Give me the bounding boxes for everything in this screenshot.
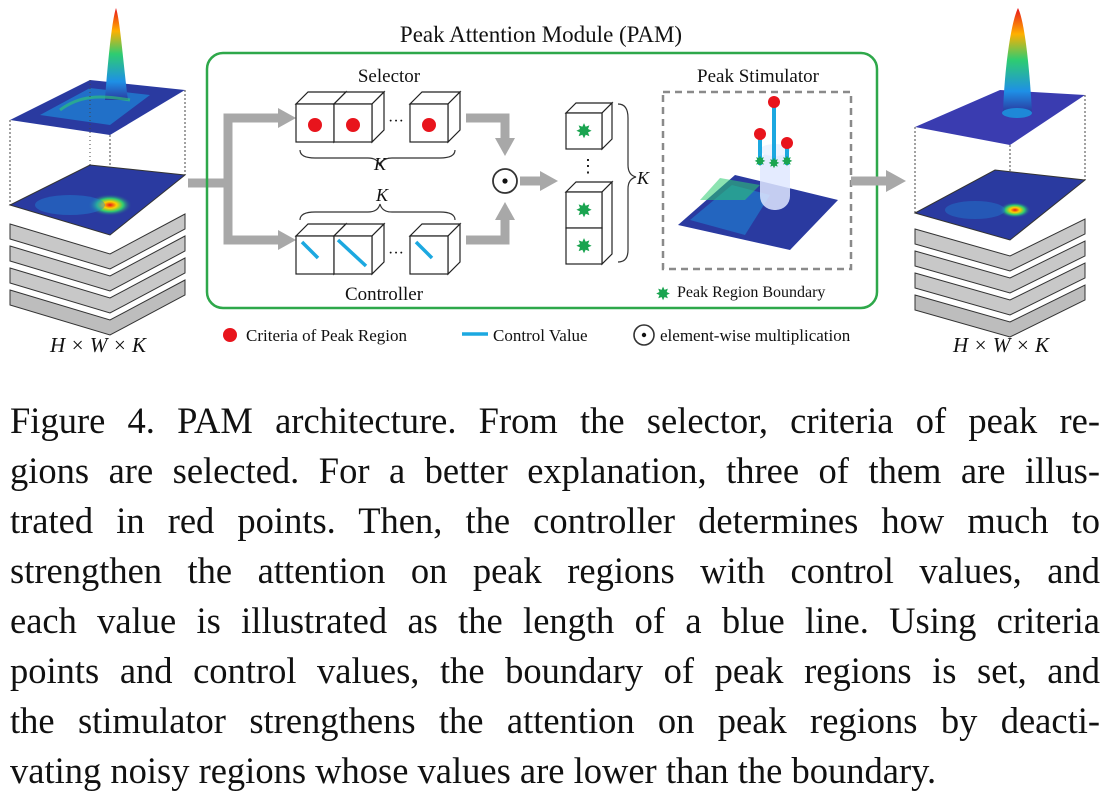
- input-feature-stack: [8, 164, 187, 336]
- control-value-icon: [336, 238, 368, 268]
- control-value-icon: [414, 240, 434, 260]
- boundary-cubes: ✸ ⋮ ✸ ✸: [564, 101, 614, 266]
- selector-ellipsis: ···: [388, 113, 404, 130]
- input-dimension-label: H × W × K: [49, 333, 147, 357]
- control-value-icon: [300, 240, 320, 260]
- pam-architecture-figure: H × W × K Peak Attention Module (PAM) Se…: [8, 8, 1087, 357]
- boundary-k-brace: [617, 103, 637, 263]
- selector-cube: [332, 90, 386, 144]
- module-title: Peak Attention Module (PAM): [400, 22, 682, 47]
- criteria-legend-label: Criteria of Peak Region: [246, 326, 407, 345]
- boundary-star-icon: ✸: [576, 200, 593, 222]
- multiplication-legend-label: element-wise multiplication: [660, 326, 851, 345]
- input-peak-surface: [10, 8, 185, 135]
- caption-line: Figure 4. PAM architecture. From the sel…: [10, 400, 1100, 441]
- controller-cube: [332, 222, 386, 276]
- controller-cube: [408, 222, 462, 276]
- output-peak-surface: [915, 8, 1085, 145]
- boundary-legend-star-icon: ✸: [655, 284, 670, 304]
- caption-line: each value is illustrated as the length …: [10, 600, 1100, 641]
- criteria-point-icon: [308, 118, 322, 132]
- output-arrow: [851, 170, 906, 192]
- controller-label: Controller: [345, 284, 424, 305]
- boundary-cube: ✸: [564, 101, 614, 151]
- boundary-k-label: K: [636, 168, 650, 188]
- caption-line: vating noisy regions whose values are lo…: [10, 750, 937, 791]
- caption-line: strengthen the attention on peak regions…: [10, 550, 1100, 591]
- criteria-point-icon: [781, 137, 793, 149]
- selector-label: Selector: [358, 66, 421, 87]
- stimulator-label: Peak Stimulator: [697, 66, 820, 87]
- boundary-cube: ✸: [564, 180, 614, 266]
- selector-k-label: K: [373, 154, 387, 174]
- output-feature-stack: [913, 169, 1087, 338]
- input-attention-map: H × W × K: [8, 8, 187, 357]
- multiplication-legend-icon: [633, 324, 655, 346]
- boundary-star-icon: ✸: [576, 121, 593, 143]
- caption-line: gions are selected. For a better explana…: [10, 450, 1100, 491]
- criteria-point-icon: [346, 118, 360, 132]
- multiplication-symbol-icon: [492, 168, 518, 194]
- controller-cubes: ···: [294, 222, 462, 276]
- criteria-legend-icon: [223, 328, 237, 342]
- boundary-star-icon: ✸: [781, 155, 793, 170]
- boundary-star-icon: ✸: [768, 157, 780, 172]
- output-attention-map: H × W × K: [913, 8, 1087, 357]
- output-dimension-label: H × W × K: [952, 333, 1050, 357]
- boundary-legend-label: Peak Region Boundary: [677, 284, 825, 301]
- controller-ellipsis: ···: [388, 245, 404, 262]
- criteria-point-icon: [422, 118, 436, 132]
- caption-line: the stimulator strengthens the attention…: [10, 700, 1100, 741]
- figure-caption: Figure 4. PAM architecture. From the sel…: [10, 396, 1100, 796]
- boundary-star-icon: ✸: [754, 155, 766, 170]
- stimulator-surface: ✸ ✸ ✸: [678, 96, 838, 250]
- selector-cubes: ···: [294, 90, 462, 144]
- criteria-point-icon: [768, 96, 780, 108]
- criteria-point-icon: [754, 128, 766, 140]
- boundary-star-icon: ✸: [576, 236, 593, 258]
- controller-k-label: K: [375, 185, 389, 205]
- selector-k-brace: [299, 149, 456, 167]
- bottom-legend: Criteria of Peak Region Control Value el…: [223, 324, 851, 346]
- boundary-cube: ✸: [565, 227, 603, 265]
- selector-cube: [408, 90, 462, 144]
- caption-line: trated in red points. Then, the controll…: [10, 500, 1100, 541]
- merge-arrows: [466, 113, 515, 245]
- control-value-legend-label: Control Value: [493, 326, 588, 345]
- boundary-vertical-ellipsis: ⋮: [579, 156, 597, 176]
- controller-k-brace: [299, 203, 456, 221]
- caption-line: points and control values, the boundary …: [10, 650, 1100, 691]
- boundary-legend: ✸ Peak Region Boundary: [655, 284, 825, 304]
- input-split-arrow: [188, 108, 296, 250]
